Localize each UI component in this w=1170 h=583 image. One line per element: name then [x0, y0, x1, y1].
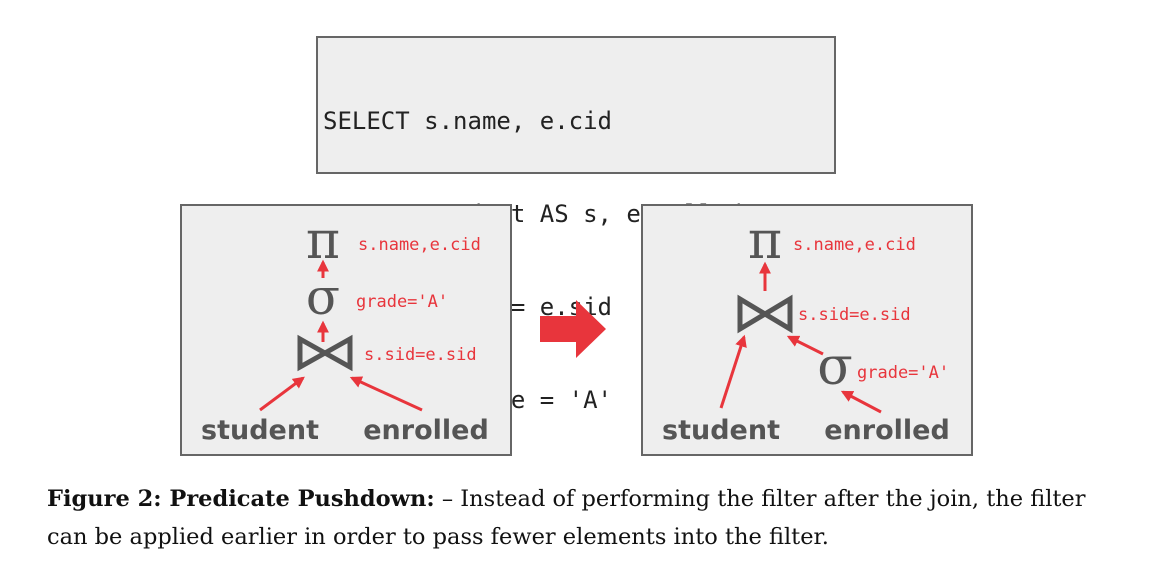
- relation-student: student: [201, 415, 319, 446]
- selection-label: grade='A': [857, 363, 949, 383]
- plan-after-pushdown: π s.name,e.cid s.sid=e.sid σ grade='A' s…: [641, 204, 973, 456]
- join-symbol: [297, 334, 353, 372]
- join-symbol: [737, 294, 793, 334]
- projection-label: s.name,e.cid: [358, 235, 481, 255]
- edge-arrow: [719, 334, 747, 409]
- plan-before-pushdown: π s.name,e.cid σ grade='A' s.sid=e.sid s…: [180, 204, 512, 456]
- sql-line: SELECT s.name, e.cid: [323, 107, 612, 135]
- transform-arrow-icon: [540, 300, 606, 358]
- relation-student: student: [662, 415, 780, 446]
- edge-arrow: [786, 335, 824, 356]
- projection-symbol: π: [748, 211, 782, 271]
- edge-arrow: [349, 376, 423, 412]
- projection-label: s.name,e.cid: [793, 235, 916, 255]
- join-label: s.sid=e.sid: [364, 345, 477, 365]
- join-label: s.sid=e.sid: [798, 305, 911, 325]
- selection-symbol: σ: [817, 337, 853, 397]
- edge-arrow: [840, 390, 882, 414]
- caption-text: – Instead of performing the filter after…: [47, 486, 1086, 550]
- relation-enrolled: enrolled: [824, 415, 950, 446]
- selection-label: grade='A': [356, 292, 448, 312]
- selection-symbol: σ: [306, 268, 340, 326]
- plan-before-diagram: π s.name,e.cid σ grade='A' s.sid=e.sid s…: [201, 211, 489, 446]
- sql-query-box: SELECT s.name, e.cid FROM student AS s, …: [316, 36, 836, 414]
- relation-enrolled: enrolled: [363, 415, 489, 446]
- plan-after-diagram: π s.name,e.cid s.sid=e.sid σ grade='A' s…: [662, 211, 950, 446]
- figure-caption: Figure 2: Predicate Pushdown: – Instead …: [47, 480, 1127, 556]
- edge-arrow: [259, 376, 305, 412]
- caption-title: Figure 2: Predicate Pushdown:: [47, 486, 435, 512]
